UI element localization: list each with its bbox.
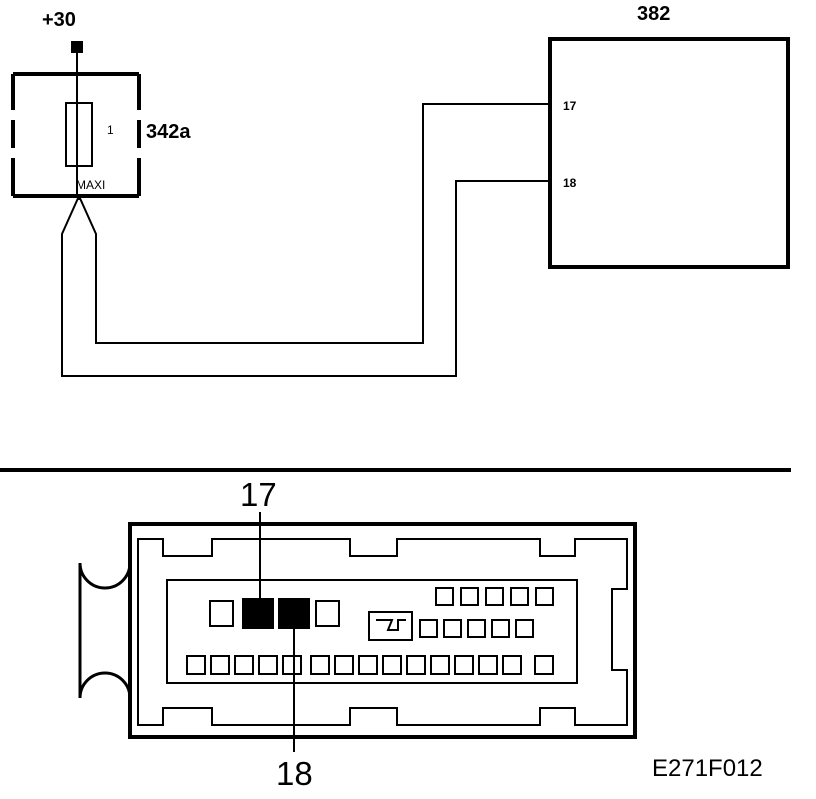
connector-pin — [358, 655, 378, 675]
connector-pin — [510, 587, 529, 606]
connector-pin — [435, 587, 454, 606]
module-pin-label: 18 — [563, 176, 577, 190]
connector-inner-contour — [137, 538, 628, 726]
module-pin-label: 17 — [563, 99, 577, 113]
connector-pin-field — [166, 579, 578, 684]
connector-pin — [315, 600, 340, 627]
callout-label-17: 17 — [240, 476, 277, 513]
connector-pin — [234, 655, 254, 675]
connector-pin — [310, 655, 330, 675]
fuse-output-split — [61, 103, 550, 377]
module-ref-label: 382 — [637, 3, 670, 25]
connector-pin — [258, 655, 278, 675]
connector-pin — [535, 587, 554, 606]
connector-pin — [430, 655, 450, 675]
connector-pin — [502, 655, 522, 675]
connector-pin-18 — [278, 598, 310, 629]
figure-code: E271F012 — [652, 755, 763, 782]
supply-label: +30 — [42, 9, 76, 31]
pin-row-middle — [368, 611, 534, 641]
connector-pin — [334, 655, 354, 675]
connector-pin — [491, 619, 510, 638]
connector-pin — [282, 655, 302, 675]
connector-pin — [467, 619, 486, 638]
pin-row-top — [209, 598, 340, 629]
key-icon — [376, 619, 406, 631]
connector-pin — [419, 619, 438, 638]
connector-pin — [210, 655, 230, 675]
connector-pin — [443, 619, 462, 638]
connector-latch — [78, 562, 132, 699]
connector-pin — [478, 655, 498, 675]
callout-label-18: 18 — [276, 755, 313, 792]
connector-pin — [382, 655, 402, 675]
connector-pin — [485, 587, 504, 606]
connector-pin — [454, 655, 474, 675]
fuse-element-icon — [65, 102, 93, 167]
connector-pin-17 — [242, 598, 274, 629]
connector-pin — [460, 587, 479, 606]
connector-pin — [406, 655, 426, 675]
connector-pin — [515, 619, 534, 638]
connector-pin — [186, 655, 206, 675]
fuse-ref-label: 342a — [146, 121, 191, 143]
connector-pin — [209, 600, 234, 627]
module-box — [548, 37, 790, 269]
connector-pin — [534, 655, 554, 675]
pin-row-bottom — [186, 655, 554, 675]
pin-row-top-right — [435, 587, 554, 606]
fuse-type-label: MAXI — [76, 178, 105, 192]
fuse-box — [11, 72, 141, 198]
supply-terminal — [71, 41, 83, 53]
fuse-pin-label: 1 — [107, 123, 114, 137]
